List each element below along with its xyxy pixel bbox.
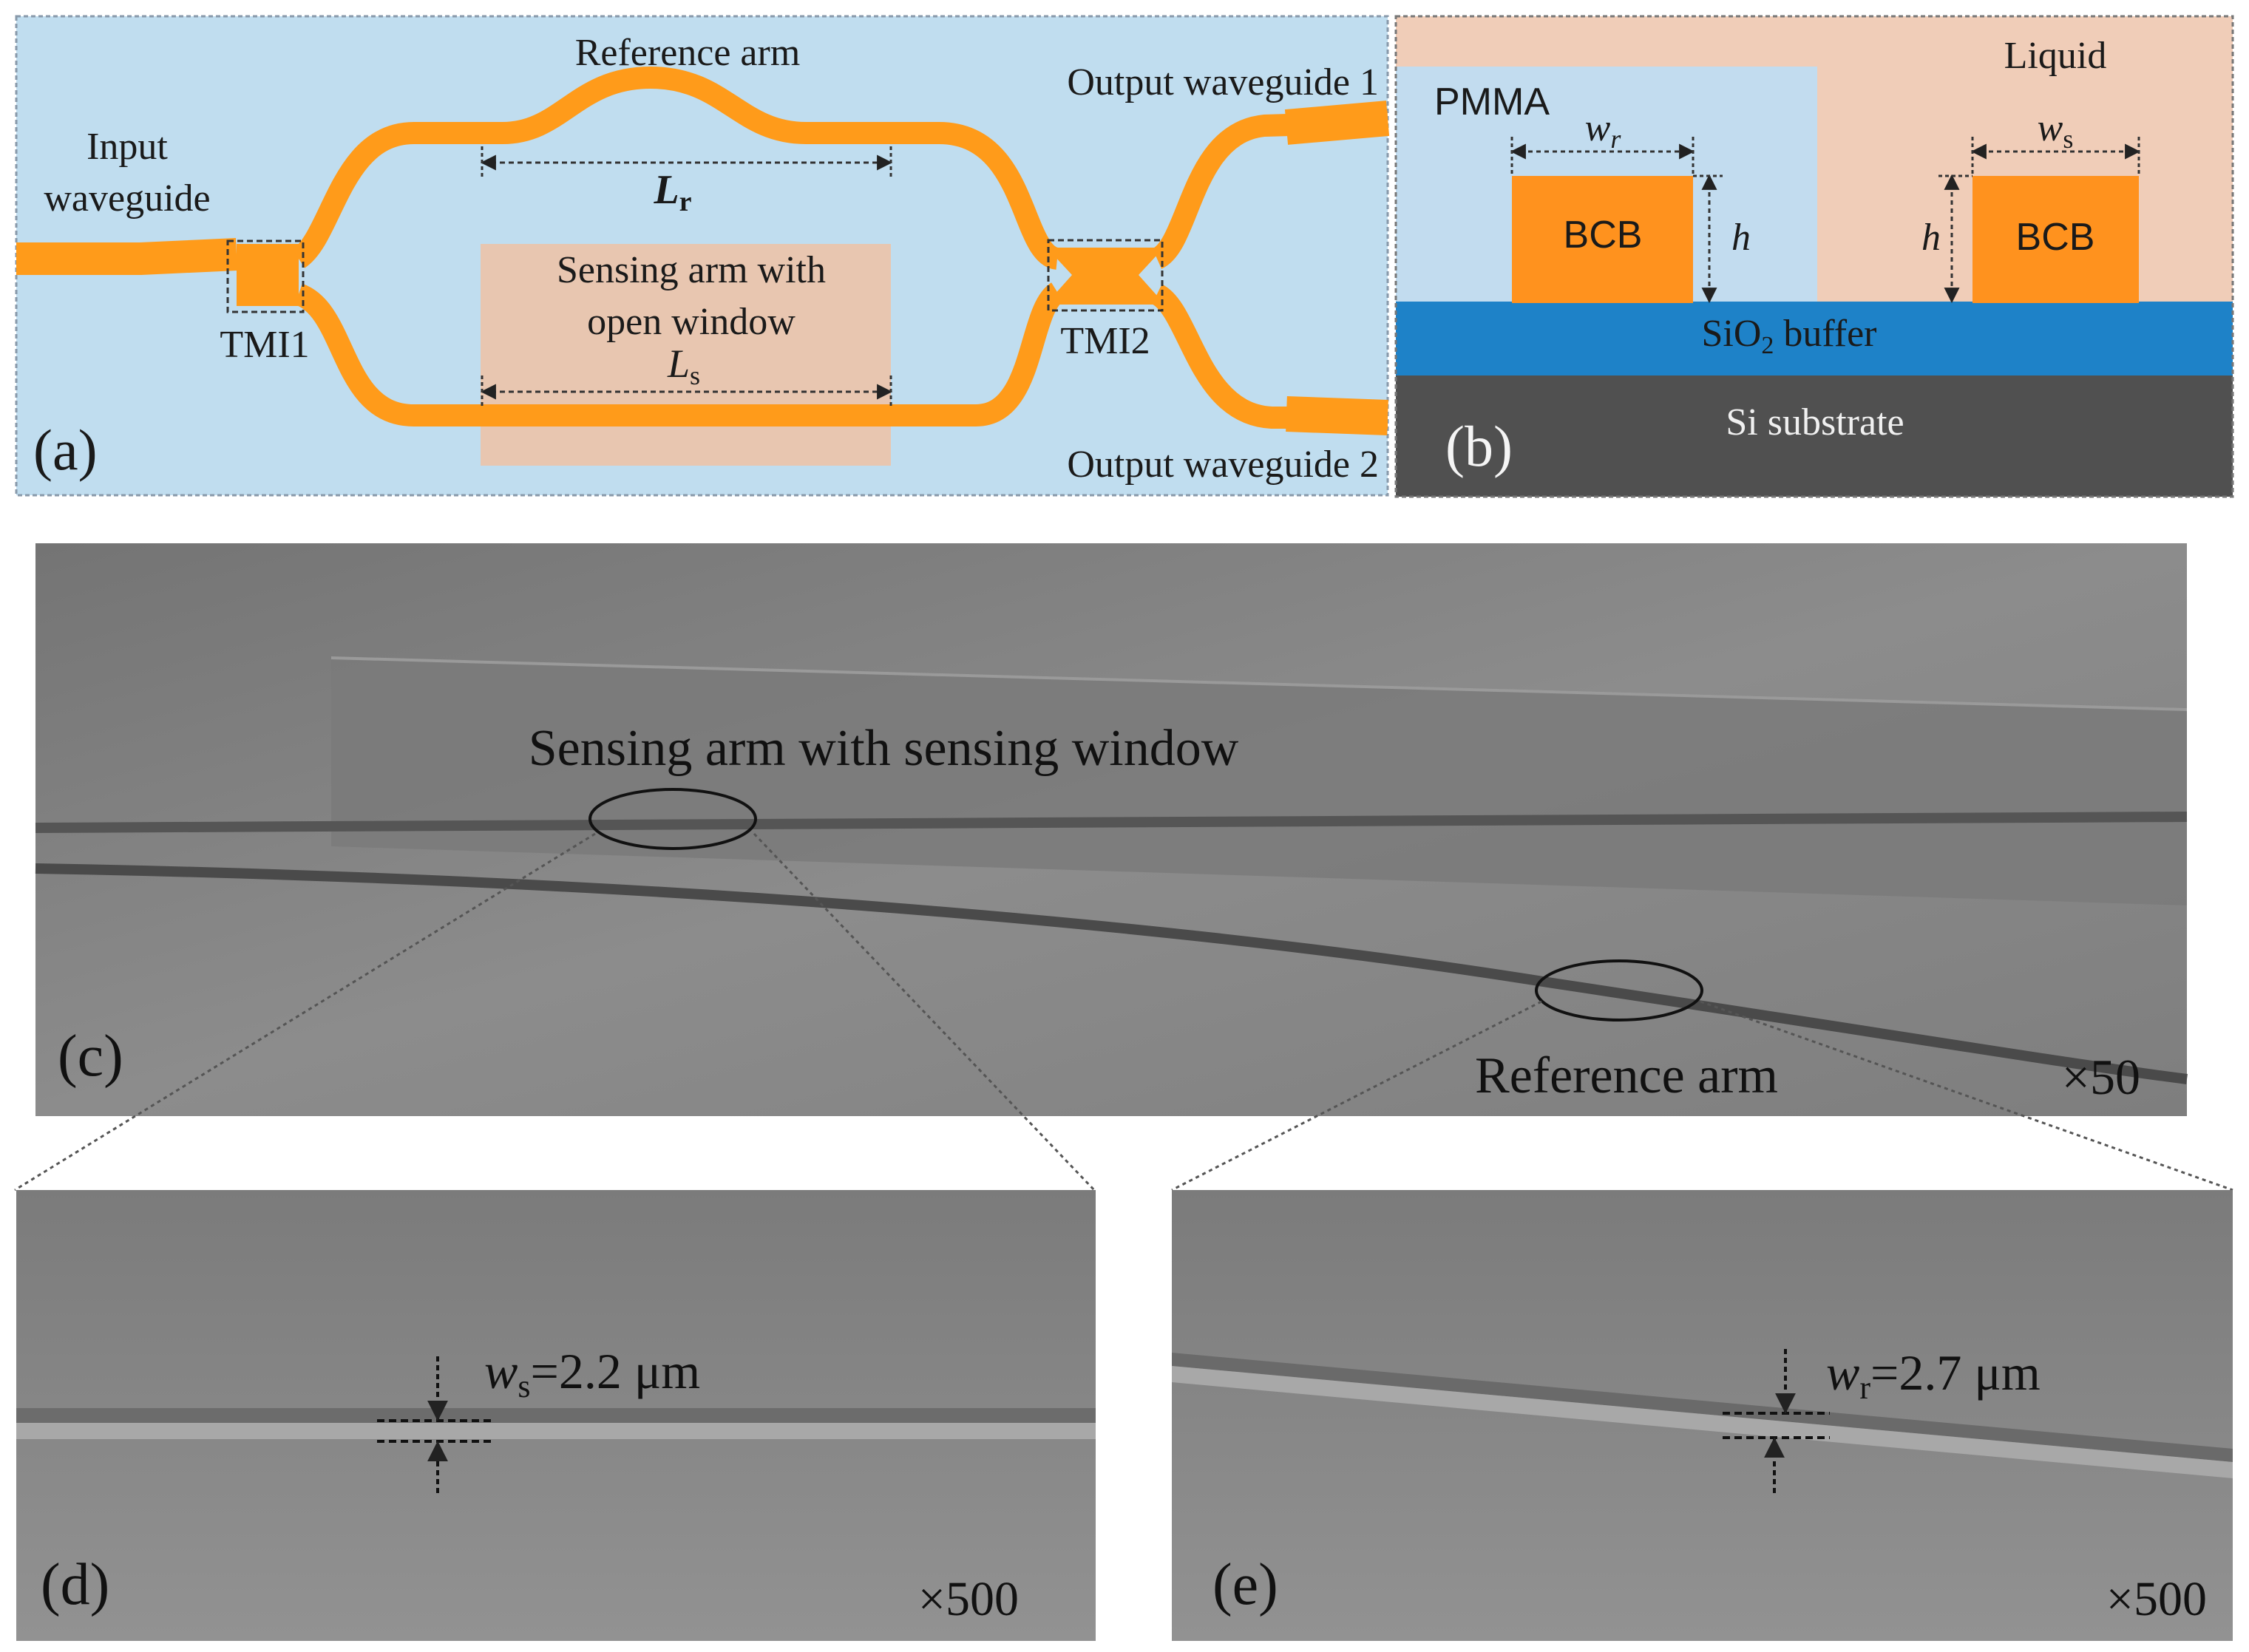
bcb-sensing-label: BCB — [2016, 216, 2095, 259]
ls-label: Ls — [667, 341, 700, 390]
connector-e-left — [1171, 1000, 1542, 1192]
sensing-window-label-2: open window — [587, 301, 796, 343]
panel-d-tag: (d) — [41, 1552, 109, 1617]
panel-c: Sensing arm with sensing window Referenc… — [35, 543, 2188, 1116]
sensing-window-label-1: Sensing arm with — [557, 249, 826, 291]
output-waveguide-1-path — [1151, 111, 1388, 269]
sensing-arm-label: Sensing arm with sensing window — [529, 720, 1239, 777]
reference-arm-line — [35, 863, 2188, 1084]
bcb-reference-label: BCB — [1564, 214, 1643, 256]
tmi2-label: TMI2 — [1060, 320, 1150, 362]
sio2-buffer — [1396, 302, 2233, 375]
h-right-label: h — [1921, 217, 1941, 259]
ws-measurement: ws=2.2 μm — [484, 1343, 700, 1404]
sensing-window — [481, 244, 891, 466]
wr-measurement: wr=2.7 μm — [1826, 1345, 2041, 1406]
magnification-e: ×500 — [2106, 1572, 2207, 1626]
reference-arm-label-c: Reference arm — [1475, 1047, 1778, 1104]
magnification-c: ×50 — [2062, 1049, 2140, 1105]
pmma-label: PMMA — [1434, 81, 1550, 123]
output-waveguide-2-path — [1150, 284, 1388, 429]
connector-d-right — [753, 832, 1096, 1192]
waveguide-e — [1172, 1366, 2233, 1478]
output-taper-2 — [1286, 396, 1388, 435]
sensing-arm-line — [35, 812, 2188, 833]
bcb-reference — [1512, 176, 1693, 303]
waveguide-d — [16, 1423, 1096, 1439]
waveguide-d-shadow — [16, 1408, 1096, 1423]
panel-a: Reference arm Lr Input waveguide Sensing… — [15, 15, 1390, 497]
panel-e: wr=2.7 μm ×500 (e) — [1172, 1190, 2233, 1641]
lr-label: Lr — [653, 167, 691, 217]
liquid-label: Liquid — [2004, 35, 2107, 77]
panel-b-tag: (b) — [1445, 414, 1513, 478]
input-waveguide-label-2: waveguide — [44, 177, 210, 220]
panel-b-border — [1394, 15, 2234, 498]
panel-b: PMMA Liquid wr ws h h BCB BCB SiO2 buffe… — [1394, 15, 2234, 498]
h-left-label: h — [1731, 217, 1751, 259]
tmi1-label: TMI1 — [220, 324, 309, 366]
connector-e-right — [1700, 1000, 2233, 1192]
reference-arm-label: Reference arm — [575, 32, 801, 74]
tmi1-block — [237, 244, 299, 306]
wr-label: wr — [1585, 107, 1622, 154]
output-taper-1 — [1284, 101, 1390, 145]
zoom-connectors — [14, 832, 2233, 1192]
sensing-window-top-edge — [331, 656, 2187, 711]
tmi2-block — [1054, 248, 1157, 305]
ws-label: ws — [2038, 107, 2074, 154]
sensing-arm-path — [294, 282, 1065, 426]
magnification-d: ×500 — [918, 1572, 1019, 1626]
input-waveguide — [16, 238, 238, 275]
input-waveguide-label-1: Input — [86, 126, 168, 168]
panel-c-tag: (c) — [58, 1024, 123, 1089]
bcb-sensing — [1972, 176, 2139, 303]
waveguide-network — [16, 67, 1390, 435]
waveguide-e-shadow — [1172, 1353, 2233, 1462]
reference-zoom-ellipse — [1535, 959, 1703, 1022]
reference-arm-path — [291, 67, 1060, 270]
sensing-zoom-ellipse — [588, 788, 757, 850]
panel-d: ws=2.2 μm ×500 (d) — [16, 1190, 1096, 1641]
sensing-window-region — [331, 656, 2187, 905]
panel-e-tag: (e) — [1212, 1552, 1278, 1617]
output-waveguide-2-label: Output waveguide 2 — [1067, 443, 1379, 486]
si-substrate — [1396, 373, 2233, 497]
tmi2-outline — [1047, 239, 1164, 312]
sio2-label: SiO2 buffer — [1701, 313, 1876, 359]
tmi1-outline — [226, 239, 305, 313]
output-waveguide-1-label: Output waveguide 1 — [1067, 61, 1379, 103]
panel-a-tag: (a) — [33, 418, 98, 482]
si-substrate-label: Si substrate — [1726, 401, 1904, 443]
connector-d-left — [14, 832, 596, 1192]
